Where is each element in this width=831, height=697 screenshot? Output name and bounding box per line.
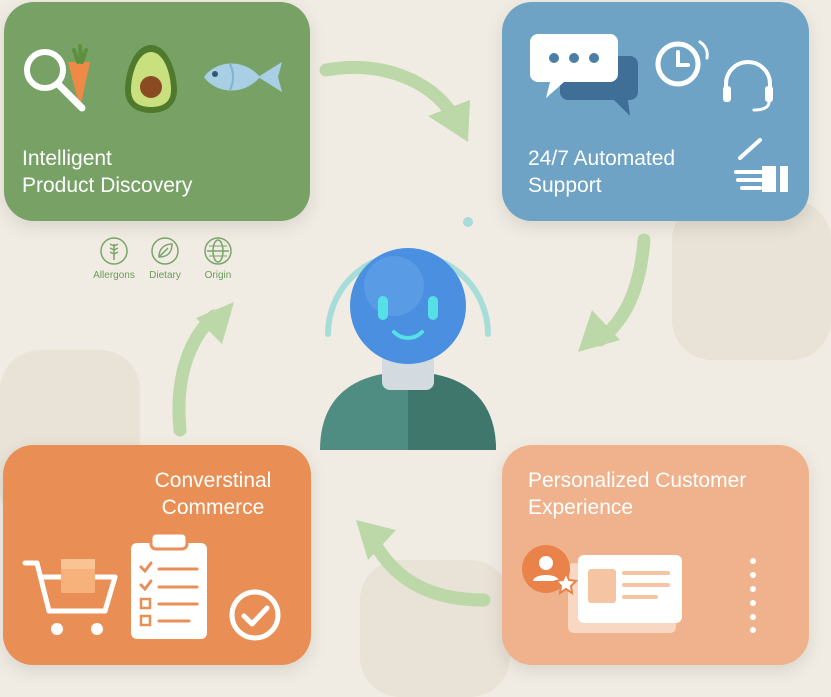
shopping-cart-icon	[22, 559, 118, 635]
card-title: Converstinal Commerce	[133, 467, 293, 521]
card-title-line-2: Product Discovery	[22, 174, 193, 197]
hand-icon	[734, 138, 788, 192]
avocado-icon	[125, 45, 177, 113]
attribute-tags: Allergons Dietary Origin	[84, 236, 264, 290]
card-intelligent-product-discovery: Intelligent Product Discovery	[4, 2, 310, 221]
fish-icon	[204, 62, 282, 92]
tag-label: Dietary	[149, 270, 181, 281]
arrowhead	[578, 310, 620, 352]
card-conversational-commerce: Converstinal Commerce	[3, 445, 311, 665]
arrowhead	[196, 302, 234, 344]
headset-icon	[723, 60, 773, 112]
tag-dietary: Dietary	[135, 236, 195, 281]
leaf-icon	[151, 237, 179, 265]
arrow-commerce-to-discovery	[172, 309, 221, 437]
card-title: 24/7 Automated Support	[528, 145, 675, 199]
checklist-icon	[131, 531, 207, 639]
tag-label: Origin	[204, 270, 232, 281]
card-title-line-2: Commerce	[161, 496, 265, 519]
search-icon	[24, 44, 90, 112]
card-title: Personalized Customer Experience	[528, 467, 746, 521]
card-title: Intelligent Product Discovery	[22, 145, 192, 199]
carrot-icon	[68, 44, 90, 108]
background-shape	[672, 200, 831, 360]
checkmark-circle-icon	[229, 589, 281, 641]
card-title-line-1: Intelligent	[22, 147, 112, 170]
arrow-personal-to-commerce	[367, 535, 491, 607]
card-title-line-1: Converstinal	[154, 469, 272, 492]
tag-label: Allergons	[93, 270, 135, 281]
card-automated-support: 24/7 Automated Support	[502, 2, 809, 221]
card-title-line-1: 24/7 Automated	[528, 147, 676, 170]
wheat-icon	[100, 237, 128, 265]
robot-assistant-icon	[320, 217, 496, 450]
card-title-line-2: Support	[528, 174, 602, 197]
dots-icon	[750, 558, 756, 633]
arrowhead	[428, 100, 470, 142]
arrow-discovery-to-support	[319, 60, 459, 121]
tag-allergens: Allergons	[84, 236, 144, 281]
globe-icon	[204, 237, 232, 265]
card-title-line-1: Personalized Customer	[528, 469, 747, 492]
background-shape	[360, 560, 510, 697]
arrowhead	[356, 520, 396, 560]
card-title-line-2: Experience	[528, 496, 634, 519]
card-personalized-customer-experience: Personalized Customer Experience	[502, 445, 809, 665]
arrow-support-to-personal	[593, 233, 651, 347]
chat-bubbles-icon	[530, 34, 638, 116]
tag-origin: Origin	[188, 236, 248, 281]
user-star-icon	[522, 545, 579, 596]
clock-icon	[655, 40, 709, 87]
profile-card-icon	[568, 555, 682, 633]
